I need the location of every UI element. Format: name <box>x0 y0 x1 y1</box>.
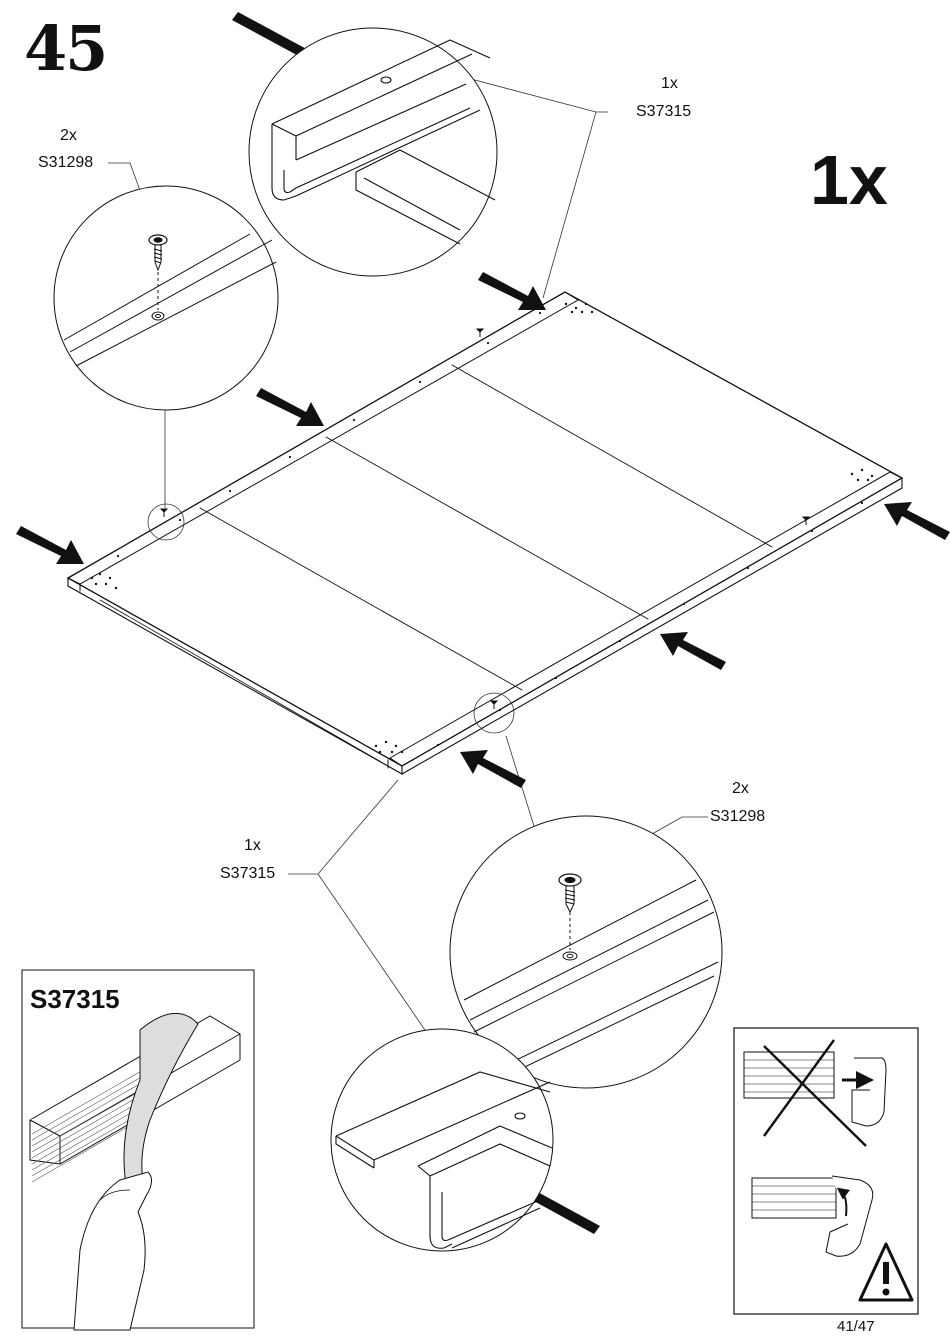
bottom-screw-part: S31298 <box>710 807 765 827</box>
tape-panel <box>22 970 254 1330</box>
top-screw-qty: 2x <box>60 126 77 146</box>
arrow-icon <box>884 502 950 540</box>
detail-top-rail <box>249 28 497 276</box>
top-rail-qty: 1x <box>661 74 678 94</box>
arrow-icon <box>660 632 726 670</box>
bottom-rail-part: S37315 <box>220 864 275 884</box>
page-number: 41/47 <box>837 1318 875 1336</box>
arrow-icon <box>478 272 546 310</box>
step-quantity: 1x <box>810 140 888 220</box>
warning-panel <box>734 1028 918 1314</box>
detail-bottom-rail <box>331 1029 553 1251</box>
tape-panel-title: S37315 <box>30 984 120 1014</box>
detail-top-screw <box>54 186 278 410</box>
top-screw-part: S31298 <box>38 153 93 173</box>
top-rail-part: S37315 <box>636 102 691 122</box>
bottom-rail-qty: 1x <box>244 836 261 856</box>
bottom-screw-qty: 2x <box>732 779 749 799</box>
step-number: 45 <box>24 14 106 84</box>
arrow-icon <box>256 388 324 426</box>
arrow-icon <box>16 526 84 564</box>
